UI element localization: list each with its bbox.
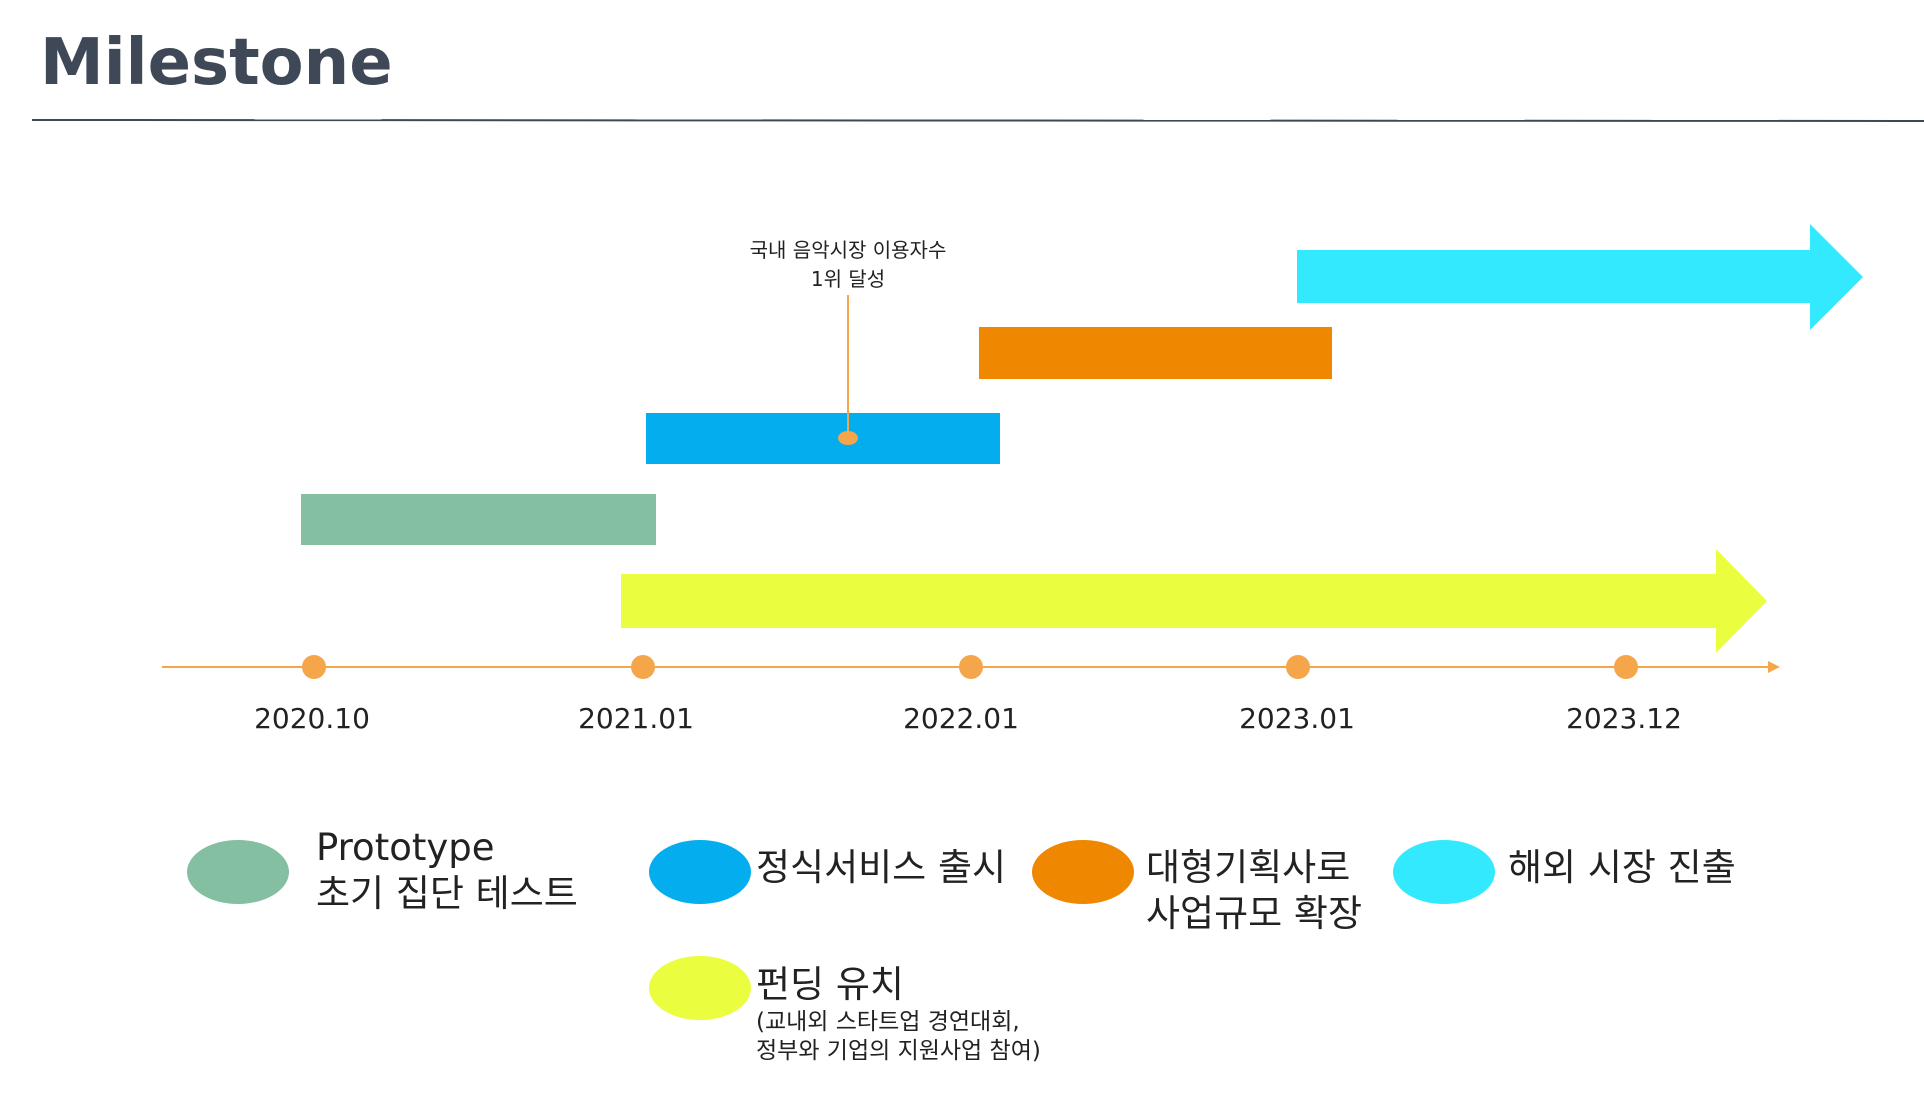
legend-agency-scale-line2: 사업규모 확장 <box>1146 892 1362 935</box>
callout-dot <box>838 431 858 445</box>
legend-prototype-line1: Prototype <box>316 826 495 869</box>
callout-text-line2: 1위 달성 <box>811 267 885 291</box>
legend-swatch-funding <box>649 956 751 1020</box>
timeline-label-2023-01: 2023.01 <box>1239 702 1355 735</box>
overseas-arrow-bar <box>1297 224 1863 330</box>
funding-arrow-bar <box>621 549 1767 653</box>
agency-scale-bar <box>979 327 1332 379</box>
legend-swatch-agency-scale <box>1032 840 1134 904</box>
callout-text-line1: 국내 음악시장 이용자수 <box>750 238 947 262</box>
legend-swatch-service-launch <box>649 840 751 904</box>
prototype-bar <box>301 494 656 545</box>
timeline-label-2023-12: 2023.12 <box>1566 702 1682 735</box>
legend-swatch-prototype <box>187 840 289 904</box>
timeline-marker-2022-01 <box>959 655 983 679</box>
legend-overseas-line1: 해외 시장 진출 <box>1508 846 1736 889</box>
legend-funding-sub2: 정부와 기업의 지원사업 참여) <box>756 1038 1041 1064</box>
title-divider <box>31 119 1924 122</box>
service-launch-bar <box>646 413 1000 464</box>
timeline-label-2022-01: 2022.01 <box>903 702 1019 735</box>
page-title: Milestone <box>40 26 393 100</box>
timeline-marker-2023-01 <box>1286 655 1310 679</box>
timeline-axis-arrowhead <box>1768 661 1780 673</box>
timeline-marker-2020-10 <box>302 655 326 679</box>
timeline-label-2021-01: 2021.01 <box>578 702 694 735</box>
legend-funding-sub1: (교내외 스타트업 경연대회, <box>756 1009 1020 1035</box>
timeline-marker-2021-01 <box>631 655 655 679</box>
legend-prototype-line2: 초기 집단 테스트 <box>316 872 578 915</box>
timeline-label-2020-10: 2020.10 <box>254 702 370 735</box>
legend-service-launch-line1: 정식서비스 출시 <box>756 846 1006 889</box>
legend-swatch-overseas <box>1393 840 1495 904</box>
legend-funding-line1: 펀딩 유치 <box>756 963 904 1006</box>
legend-agency-scale-line1: 대형기획사로 <box>1146 846 1350 889</box>
timeline-marker-2023-12 <box>1614 655 1638 679</box>
